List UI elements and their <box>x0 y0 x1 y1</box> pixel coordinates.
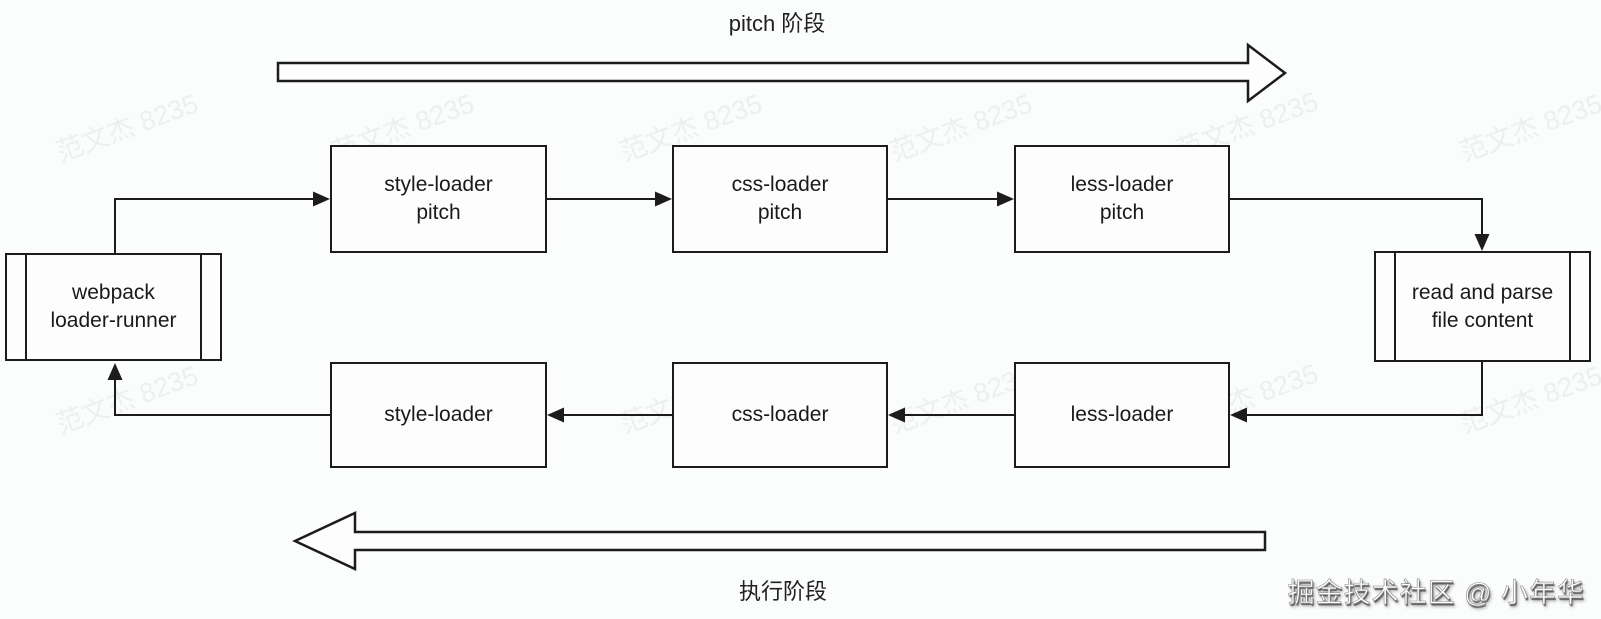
node-label: loader-runner <box>50 309 177 332</box>
predefined-process-bar <box>200 255 202 359</box>
node-label: read and parse <box>1411 280 1554 304</box>
connector-less-pitch-to-read-parse <box>1230 198 1483 235</box>
node-label: webpack <box>72 281 155 305</box>
node-label: style-loader <box>384 173 493 197</box>
node-label: pitch <box>1099 201 1145 224</box>
node-less-loader: less-loader <box>1014 362 1230 468</box>
arrowhead-up-icon <box>107 363 123 380</box>
arrowhead-right-icon <box>313 191 330 207</box>
connector-webpack-to-style-pitch <box>114 198 314 253</box>
arrowhead-right-icon <box>655 191 672 207</box>
execution-phase-label: 执行阶段 <box>738 579 827 604</box>
node-css-loader: css-loader <box>672 362 888 468</box>
node-less-loader-pitch: less-loader pitch <box>1014 145 1230 253</box>
arrowhead-left-icon <box>1230 407 1247 423</box>
node-label: file content <box>1431 308 1534 332</box>
execution-phase-arrow <box>292 511 1267 571</box>
node-label: pitch <box>416 201 461 224</box>
node-style-loader-pitch: style-loader pitch <box>330 145 547 253</box>
predefined-process-bar <box>1394 253 1396 360</box>
node-read-and-parse-file-content: read and parse file content <box>1374 251 1591 362</box>
arrowhead-right-icon <box>997 191 1014 207</box>
predefined-process-bar <box>1569 253 1571 360</box>
arrowhead-left-icon <box>547 407 564 423</box>
node-label: pitch <box>757 201 803 224</box>
pitch-phase-arrow <box>276 42 1288 104</box>
node-label: less-loader <box>1070 403 1174 427</box>
connector-read-parse-to-less-loader <box>1246 362 1483 416</box>
connector-style-loader-to-webpack <box>114 379 330 416</box>
predefined-process-bar <box>25 255 27 359</box>
community-signature: 掘金技术社区 @ 小年华 <box>1287 578 1585 609</box>
node-label: less-loader <box>1070 173 1174 197</box>
node-label: css-loader <box>731 173 829 197</box>
arrowhead-down-icon <box>1474 234 1490 251</box>
node-css-loader-pitch: css-loader pitch <box>672 145 888 253</box>
node-style-loader: style-loader <box>330 362 547 468</box>
node-label: css-loader <box>731 403 829 427</box>
pitch-phase-label: pitch 阶段 <box>728 11 826 36</box>
arrowhead-left-icon <box>888 407 905 423</box>
node-label: style-loader <box>384 403 493 427</box>
node-webpack-loader-runner: webpack loader-runner <box>5 253 222 361</box>
